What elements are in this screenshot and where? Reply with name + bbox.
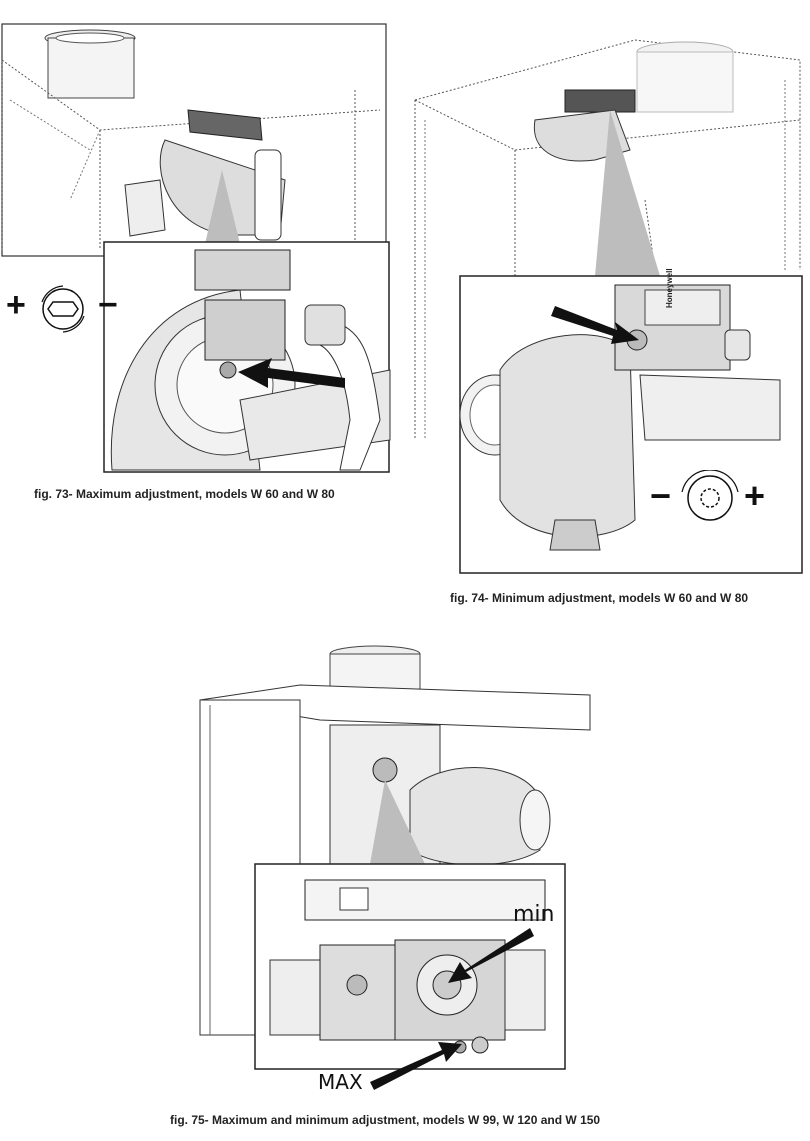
- fig74-rotation-symbol: − +: [650, 469, 770, 526]
- fig75-max-label: MAX: [318, 1070, 363, 1094]
- fig73-plus-symbol: +: [6, 286, 26, 324]
- fig75-illustration: [199, 645, 591, 1090]
- fig74-minus-symbol: −: [650, 475, 672, 516]
- fig73-rotation-symbol: + −: [6, 284, 121, 334]
- fig74-brand-label: Honeywell: [665, 268, 674, 308]
- fig75-caption: fig. 75- Maximum and minimum adjustment,…: [170, 1113, 601, 1127]
- rotation-dial-icon: [41, 285, 85, 333]
- fig73-illustration: [1, 23, 391, 473]
- rotation-dial-icon: [681, 469, 739, 521]
- fig75-min-label: min: [513, 902, 555, 927]
- fig73-minus-symbol: −: [98, 286, 118, 324]
- fig74-plus-symbol: +: [744, 475, 766, 516]
- fig73-caption: fig. 73- Maximum adjustment, models W 60…: [34, 487, 335, 501]
- fig74-caption: fig. 74- Minimum adjustment, models W 60…: [450, 591, 749, 605]
- fig74-illustration: [414, 39, 803, 574]
